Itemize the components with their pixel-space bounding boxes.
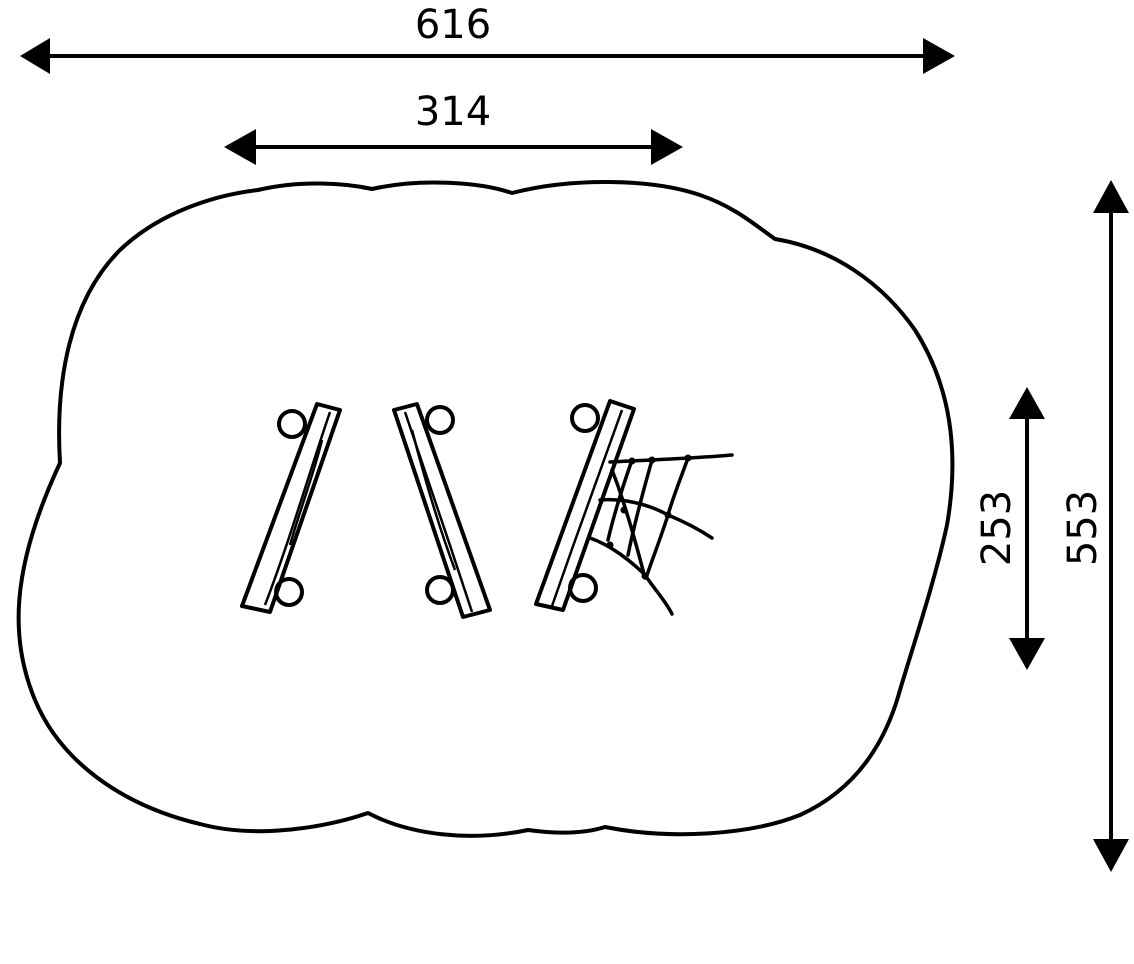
foothold-top <box>277 409 307 439</box>
climbing-post-middle <box>392 402 492 619</box>
arrow-right-icon <box>923 38 955 74</box>
net-rope <box>626 458 654 557</box>
climbing-net <box>588 453 734 616</box>
net-rope <box>588 536 674 616</box>
foothold-bottom <box>568 573 598 603</box>
post-beam <box>534 399 636 612</box>
inner-width-dimension: 314 <box>224 89 683 165</box>
net-knot <box>664 511 672 519</box>
arrow-right-icon <box>651 129 683 165</box>
foothold-top <box>425 405 455 435</box>
climbing-post-left <box>240 402 342 614</box>
post-beam-grain <box>288 439 324 546</box>
net-knot <box>628 457 636 465</box>
post-beam <box>392 402 492 619</box>
net-knot <box>641 572 649 580</box>
post-beam-grain <box>550 409 624 607</box>
safety-area-outline <box>16 180 955 838</box>
inner-height-label: 253 <box>974 490 1020 566</box>
arrow-down-icon <box>1009 638 1045 670</box>
inner-width-label: 314 <box>415 89 491 135</box>
overall-width-dimension: 616 <box>20 2 955 74</box>
foothold-top <box>570 403 600 433</box>
net-knot <box>648 456 656 464</box>
post-beam-grain <box>410 429 457 571</box>
arrow-up-icon <box>1093 180 1129 213</box>
foothold-bottom <box>425 575 455 605</box>
overall-width-label: 616 <box>415 2 491 48</box>
arrow-down-icon <box>1093 839 1129 872</box>
arrow-up-icon <box>1009 387 1045 419</box>
net-knot <box>684 454 692 462</box>
net-knot <box>620 506 628 514</box>
net-rope <box>608 453 734 464</box>
overall-height-dimension: 553 <box>1060 180 1129 872</box>
post-beam-grain <box>263 411 332 606</box>
arrow-left-icon <box>224 129 256 165</box>
overall-height-label: 553 <box>1060 490 1106 566</box>
foothold-bottom <box>274 577 304 607</box>
inner-height-dimension: 253 <box>974 387 1045 670</box>
net-knot <box>606 541 614 549</box>
climbing-net-frame <box>534 399 734 616</box>
post-beam <box>240 402 342 614</box>
arrow-left-icon <box>20 38 50 74</box>
